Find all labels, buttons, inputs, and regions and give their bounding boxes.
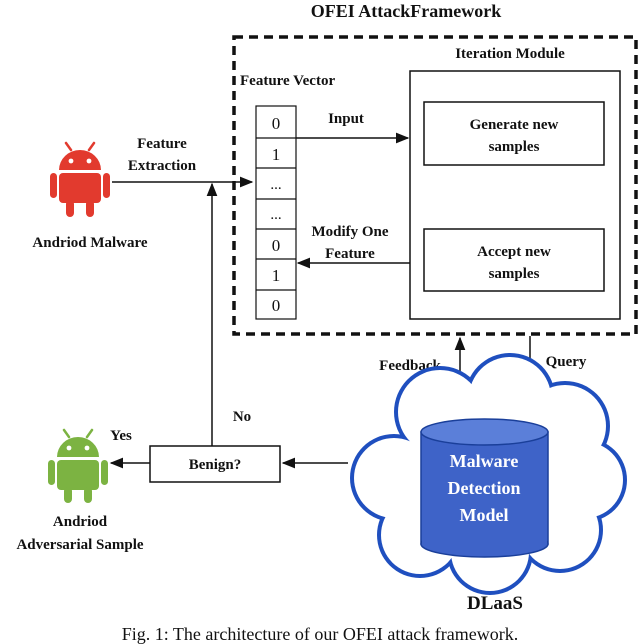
figure-caption: Fig. 1: The architecture of our OFEI att… xyxy=(122,624,519,644)
query-label: Query xyxy=(546,354,587,370)
android-adversarial-icon xyxy=(48,428,108,503)
vector-cell: ... xyxy=(270,177,281,193)
android-malware-icon xyxy=(50,141,110,217)
adversarial-label-line: Andriod xyxy=(53,514,108,530)
model-label-line: Model xyxy=(460,505,509,525)
feature-extraction-label: Feature xyxy=(137,136,187,152)
modify-label-line: Feature xyxy=(325,246,375,262)
generate-samples-line: samples xyxy=(489,139,540,155)
accept-samples-line: samples xyxy=(489,266,540,282)
generate-samples-box xyxy=(423,101,605,166)
vector-cell: 1 xyxy=(272,266,281,285)
model-label-line: Detection xyxy=(448,478,521,498)
feature-vector-label: Feature Vector xyxy=(240,73,335,89)
vector-cell: 0 xyxy=(272,236,281,255)
input-label: Input xyxy=(328,111,364,127)
vector-cell: ... xyxy=(270,207,281,223)
malware-detection-model-database xyxy=(420,418,549,558)
adversarial-label-line: Adversarial Sample xyxy=(16,537,143,553)
framework-boundary xyxy=(232,35,638,336)
model-label-line: Malware xyxy=(450,451,519,471)
modify-label-line: Modify One xyxy=(311,224,388,240)
vector-cell: 0 xyxy=(272,296,281,315)
framework-title: OFEI AttackFramework xyxy=(311,1,501,21)
dlaas-label: DLaaS xyxy=(467,593,523,614)
malware-label: Andriod Malware xyxy=(32,235,147,251)
accept-samples-line: Accept new xyxy=(477,244,551,260)
iteration-module-label: Iteration Module xyxy=(455,46,565,62)
benign-decision-box xyxy=(149,445,281,483)
feature-vector: 0 1 ... ... 0 1 0 xyxy=(255,105,297,320)
vector-cell: 0 xyxy=(272,114,281,133)
generate-samples-line: Generate new xyxy=(470,117,559,133)
benign-decision-label: Benign? xyxy=(189,457,242,473)
no-label: No xyxy=(233,409,251,425)
feature-extraction-label: Extraction xyxy=(128,158,197,174)
accept-samples-box xyxy=(423,228,605,292)
vector-cell: 1 xyxy=(272,145,281,164)
yes-label: Yes xyxy=(110,428,132,444)
